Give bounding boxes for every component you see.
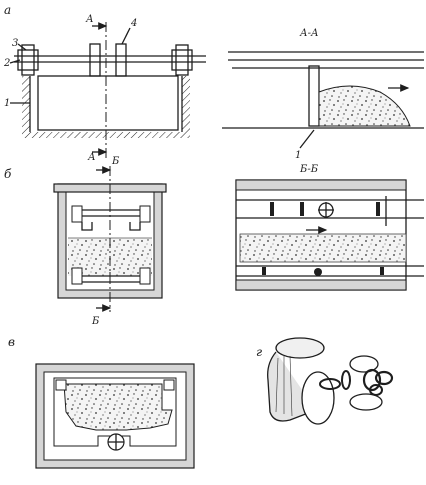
pipe-shade-3: [289, 355, 293, 417]
bearing-right: [175, 44, 189, 76]
gravel-band-bb: [239, 233, 407, 263]
cut-mark-a-top: А: [85, 14, 94, 25]
chain-link-2: [341, 370, 351, 390]
cut-mark-a-bottom: А: [87, 152, 96, 163]
bb-pivot-lower: [314, 268, 322, 276]
pipe-top-rim: [275, 337, 325, 359]
gravel-fill-v: [63, 383, 173, 431]
channel-bottom-wall: [235, 279, 407, 291]
callout-2: 2: [3, 58, 10, 69]
ground-left: [22, 76, 30, 134]
bearing-left-flange: [17, 49, 39, 71]
pit-outline: [37, 75, 179, 131]
callout-3: 3: [12, 38, 18, 49]
corner-ul-v: [55, 379, 67, 391]
pulley-a: [89, 43, 101, 77]
section-title-aa: А-А: [299, 28, 319, 39]
bearing-right-flange: [171, 49, 193, 71]
panel-v-letter: в: [8, 335, 15, 349]
gravel-mound: [318, 85, 411, 127]
leader-3: [17, 43, 27, 51]
cut-mark-b-top: Б: [111, 156, 120, 167]
callout-1-aa: 1: [295, 150, 301, 161]
rail-ul: [71, 205, 83, 223]
panel-b-letter: б: [4, 167, 12, 181]
bb-bolt-1: [270, 202, 274, 216]
panel-v-plan: в: [8, 335, 195, 469]
panel-g-letter: г: [256, 345, 262, 359]
disc-bottom: [349, 393, 383, 411]
channel-top-wall: [235, 179, 407, 191]
corner-ur-v: [163, 379, 175, 391]
bb-bolt-4: [262, 267, 266, 275]
rail-ll: [71, 267, 83, 285]
bb-bolt-2: [300, 202, 304, 216]
pulley-b: [115, 43, 127, 77]
section-title-bb: Б-Б: [299, 164, 319, 175]
disc-top: [349, 355, 379, 373]
chain-link-1: [319, 378, 341, 390]
bb-bolt-3: [376, 202, 380, 216]
pipe-shade-1: [275, 357, 279, 413]
callout-4: 4: [130, 18, 137, 29]
knot-link-3: [369, 384, 383, 396]
rail-ur: [139, 205, 151, 223]
paddle-blade: [308, 65, 320, 127]
panel-b-cross-section: б Б Б: [4, 156, 167, 327]
leader-2: [9, 59, 21, 64]
pipe-end-rim: [301, 371, 335, 425]
panel-g-detail: г: [256, 337, 394, 425]
leader-4: [121, 27, 131, 45]
panel-bb-section: Б-Б: [235, 164, 424, 291]
panel-a-letter: а: [4, 3, 11, 17]
bb-bolt-5: [380, 267, 384, 275]
ground-right: [182, 76, 190, 134]
panel-a-plan-view: а А А 3 2 1 4: [3, 3, 206, 163]
leader-1-aa: [299, 129, 315, 149]
rail-lr: [139, 267, 151, 285]
scraper-ul: [81, 222, 93, 231]
scraper-ur: [129, 222, 141, 231]
panel-aa-section: А-А 1: [222, 28, 424, 161]
bearing-left: [21, 44, 35, 76]
knot-link-2: [374, 370, 394, 386]
knot-link-1: [362, 368, 382, 392]
callout-1: 1: [4, 98, 10, 109]
cut-mark-b-bottom: Б: [91, 316, 100, 327]
